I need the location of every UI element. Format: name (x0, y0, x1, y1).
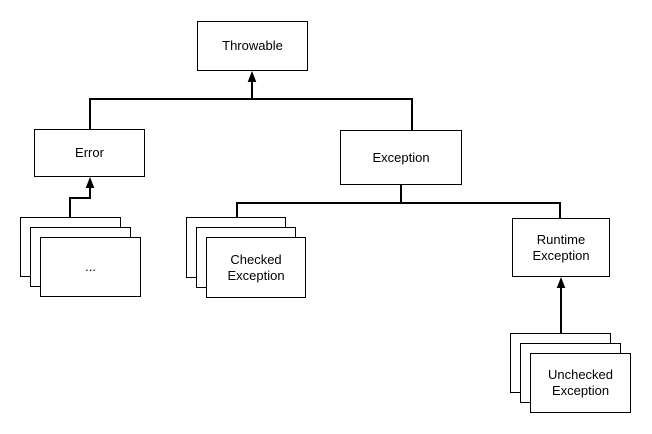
arrowhead-to-throwable-icon (247, 71, 257, 82)
node-error-subclasses-stack: ... (20, 217, 142, 298)
node-error-subclasses-label: ... (85, 259, 96, 274)
edge-checked-runtime-junction (236, 202, 561, 218)
node-checked-exception-stack: Checked Exception (186, 217, 307, 299)
edge-subclasses-to-error (69, 187, 91, 217)
node-checked-exception-label: Checked Exception (227, 251, 285, 283)
edge-error-exception-junction (89, 98, 413, 130)
node-runtime-exception: Runtime Exception (512, 218, 610, 277)
node-exception-label: Exception (372, 149, 430, 165)
node-error-label: Error (75, 145, 104, 160)
stack-box-front: ... (40, 237, 141, 297)
arrowhead-to-runtime-icon (556, 277, 566, 288)
stack-box-front: Checked Exception (206, 237, 306, 298)
node-error: Error (34, 129, 145, 177)
stack-box-front: Unchecked Exception (530, 353, 631, 413)
node-unchecked-exception-label: Unchecked Exception (547, 367, 614, 398)
node-runtime-exception-label: Runtime Exception (532, 231, 590, 263)
arrowhead-to-error-icon (85, 177, 95, 188)
node-throwable-label: Throwable (222, 38, 283, 53)
node-unchecked-exception-stack: Unchecked Exception (510, 333, 632, 414)
node-exception: Exception (340, 130, 462, 185)
node-throwable: Throwable (197, 21, 308, 71)
